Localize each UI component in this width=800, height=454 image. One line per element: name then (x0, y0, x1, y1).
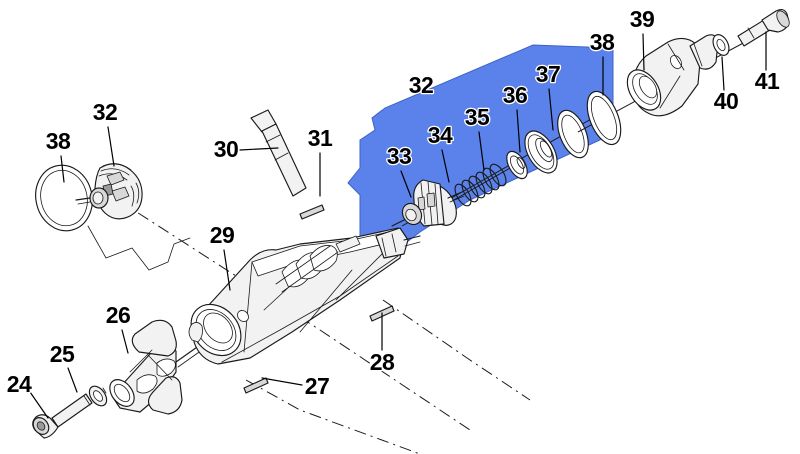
part-35-spring-retainer-washer (506, 150, 528, 180)
leader-line-27 (261, 377, 303, 386)
part-29-pump-housing (188, 227, 421, 365)
part-31-clip (299, 204, 325, 220)
callout-26[interactable]: 26 (104, 301, 132, 330)
leader-line-32a (107, 126, 115, 167)
leader-line-24 (29, 391, 49, 419)
leader-line-30 (239, 147, 279, 151)
leader-line-25 (67, 367, 78, 393)
callout-28[interactable]: 28 (368, 348, 396, 377)
leader-line-38a (60, 155, 65, 183)
assembly-centerlines (117, 199, 531, 454)
callout-24[interactable]: 24 (5, 370, 33, 399)
callout-38a[interactable]: 38 (44, 127, 72, 156)
callout-27[interactable]: 27 (303, 372, 331, 401)
leader-line-36 (516, 109, 521, 153)
callout-32a[interactable]: 32 (91, 98, 119, 127)
callout-40[interactable]: 40 (712, 87, 740, 116)
leader-line-35 (478, 131, 485, 171)
part-36-seal-ring (524, 130, 558, 174)
part-39-valve-cap-housing (626, 34, 727, 117)
leader-line-29 (223, 249, 231, 291)
callout-35[interactable]: 35 (463, 103, 491, 132)
callout-32b[interactable]: 32 (407, 71, 435, 100)
part-30-pin (250, 109, 307, 197)
leader-line-34 (441, 149, 450, 183)
housing-internal-mechanism (275, 235, 361, 293)
leader-line-26 (121, 329, 129, 354)
part-24-cap-screw (32, 393, 93, 439)
part-37-oring (557, 109, 589, 159)
callout-39[interactable]: 39 (628, 5, 656, 34)
callout-36[interactable]: 36 (501, 81, 529, 110)
part-40-washer (712, 34, 730, 56)
part-26-coupling (109, 319, 203, 415)
part-27-oring (243, 377, 269, 394)
callout-25[interactable]: 25 (48, 340, 76, 369)
callout-37[interactable]: 37 (534, 60, 562, 89)
part-38-right-oring (586, 90, 622, 146)
callout-33[interactable]: 33 (385, 142, 413, 171)
part-41-bolt (737, 8, 790, 47)
callout-38b[interactable]: 38 (588, 28, 616, 57)
callout-41[interactable]: 41 (753, 67, 781, 96)
leader-line-39 (642, 33, 645, 71)
part-25-washer (88, 385, 108, 407)
callout-30[interactable]: 30 (212, 135, 240, 164)
leader-lines (29, 31, 767, 419)
leader-line-40 (721, 56, 725, 91)
callout-31[interactable]: 31 (306, 124, 334, 153)
part-34-compression-spring (451, 163, 513, 207)
leader-line-37 (548, 88, 554, 131)
part-32-regulator-cartridge (75, 163, 143, 220)
callout-29[interactable]: 29 (208, 221, 236, 250)
part-33-valve-piston-assembly (391, 179, 465, 227)
part-38-left-oring (35, 164, 93, 232)
leader-line-33 (400, 170, 412, 198)
callout-34[interactable]: 34 (426, 121, 454, 150)
